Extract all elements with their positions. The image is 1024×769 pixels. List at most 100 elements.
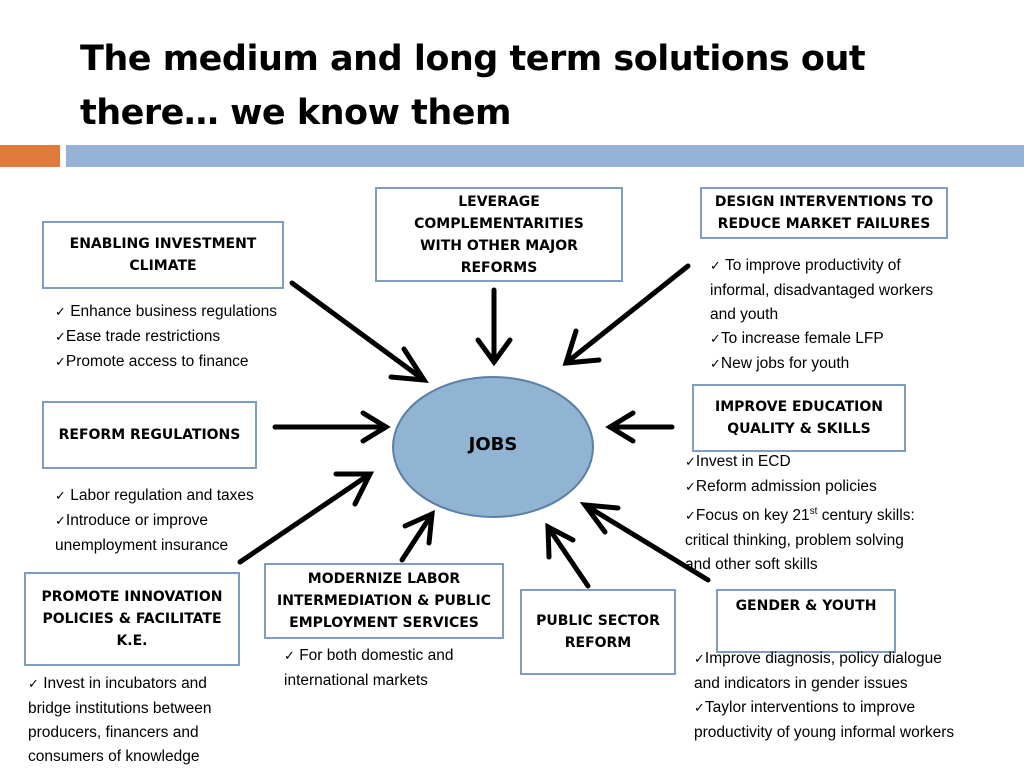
box-label: EMPLOYMENT SERVICES (289, 615, 479, 631)
box-label: PUBLIC SECTOR (536, 613, 660, 629)
box-gender-youth: GENDER & YOUTH (716, 589, 896, 653)
check-icon: ✓ (55, 305, 66, 320)
box-label: REFORMS (460, 259, 538, 276)
box-label: LEVERAGE (458, 193, 540, 210)
arrow-icon (562, 263, 691, 366)
list-item: ✓Taylor interventions to improve (694, 696, 954, 721)
bullet-text: Reform admission policies (695, 478, 877, 495)
title-line-2: there… we know them (80, 93, 511, 133)
list-item: and other soft skills (685, 553, 915, 577)
list-item: international markets (284, 669, 453, 693)
bullets-labor: ✓ For both domestic and international ma… (284, 644, 453, 693)
bullet-text: To increase female LFP (720, 330, 884, 347)
check-icon: ✓ (710, 259, 721, 274)
bullet-text: Introduce or improve (65, 512, 209, 529)
box-label: REFORM REGULATIONS (58, 427, 241, 443)
bullet-text: informal, disadvantaged workers (710, 282, 934, 299)
box-label: QUALITY & SKILLS (727, 421, 871, 437)
arrow-icon (289, 280, 429, 383)
list-item: ✓Improve diagnosis, policy dialogue (694, 647, 954, 672)
arrow-icon (475, 287, 513, 367)
bullet-text: consumers of knowledge (28, 748, 200, 765)
list-item: ✓Introduce or improve (55, 509, 254, 534)
bullet-text: century skills: (817, 507, 915, 525)
bullet-text: Ease trade restrictions (65, 328, 221, 345)
list-item: ✓Focus on key 21st century skills: (685, 500, 915, 529)
bullet-text: For both domestic and (294, 647, 454, 664)
list-item: unemployment insurance (55, 534, 254, 558)
bullet-text: unemployment insurance (55, 537, 229, 554)
arrow-icon (545, 522, 591, 589)
check-icon: ✓ (55, 489, 66, 504)
check-icon: ✓ (694, 652, 705, 667)
check-icon: ✓ (55, 330, 66, 345)
list-item: ✓New jobs for youth (710, 352, 933, 377)
bullet-text: Taylor interventions to improve (704, 699, 916, 716)
bullet-text: productivity of young informal workers (694, 724, 955, 741)
box-label: WITH OTHER MAJOR (420, 237, 578, 254)
box-label: PROMOTE INNOVATION (41, 589, 223, 605)
check-icon: ✓ (28, 677, 39, 692)
bullet-text: To improve productivity of (724, 257, 901, 274)
list-item: ✓ Enhance business regulations (55, 300, 277, 325)
arrow-icon (579, 502, 711, 583)
box-design-interventions: DESIGN INTERVENTIONS TO REDUCE MARKET FAI… (700, 187, 948, 239)
bullet-text: producers, financers and (28, 724, 199, 741)
box-label: POLICIES & FACILITATE (42, 611, 222, 627)
list-item: ✓ Labor regulation and taxes (55, 484, 254, 509)
box-public-sector-reform: PUBLIC SECTOR REFORM (520, 589, 676, 675)
box-label: REDUCE MARKET FAILURES (717, 216, 931, 232)
bullet-text: New jobs for youth (720, 355, 850, 372)
bullet-text: and youth (710, 306, 779, 323)
arrow-icon (605, 410, 675, 444)
list-item: bridge institutions between (28, 697, 212, 721)
list-item: productivity of young informal workers (694, 721, 954, 745)
box-promote-innovation: PROMOTE INNOVATION POLICIES & FACILITATE K… (24, 572, 240, 666)
list-item: and youth (710, 303, 933, 327)
check-icon: ✓ (685, 480, 696, 495)
arrow-icon (399, 509, 435, 563)
bullets-enabling: ✓ Enhance business regulations ✓Ease tra… (55, 300, 277, 375)
bullet-text: Invest in ECD (695, 453, 791, 470)
box-label: DESIGN INTERVENTIONS TO (714, 194, 934, 210)
check-icon: ✓ (710, 332, 721, 347)
box-reform-regulations: REFORM REGULATIONS (42, 401, 257, 469)
bullets-education: ✓Invest in ECD ✓Reform admission policie… (685, 450, 915, 577)
bullet-text: Enhance business regulations (65, 303, 278, 320)
box-label: IMPROVE EDUCATION (715, 399, 883, 415)
arrow-icon (237, 471, 375, 565)
box-label: INTERMEDIATION & PUBLIC (277, 593, 491, 609)
accent-bar-orange (0, 145, 60, 167)
bullet-text: international markets (284, 672, 428, 689)
list-item: consumers of knowledge (28, 745, 212, 769)
title-line-1: The medium and long term solutions out (80, 39, 866, 79)
list-item: ✓ To improve productivity of (710, 254, 933, 279)
bullet-text: and indicators in gender issues (694, 675, 908, 692)
check-icon: ✓ (685, 509, 696, 525)
box-label: REFORM (564, 635, 632, 651)
bullets-innovation: ✓ Invest in incubators and bridge instit… (28, 672, 212, 769)
check-icon: ✓ (710, 357, 721, 372)
accent-bar-blue (66, 145, 1024, 167)
bullet-text: critical thinking, problem solving (685, 532, 904, 550)
list-item: and indicators in gender issues (694, 672, 954, 696)
bullets-gender: ✓Improve diagnosis, policy dialogue and … (694, 647, 954, 745)
list-item: ✓To increase female LFP (710, 327, 933, 352)
box-improve-education: IMPROVE EDUCATION QUALITY & SKILLS (692, 384, 906, 452)
slide-title: The medium and long term solutions out t… (80, 32, 940, 140)
jobs-ellipse (392, 376, 594, 518)
bullet-text: and other soft skills (685, 556, 818, 574)
list-item: ✓Invest in ECD (685, 450, 915, 475)
bullet-text: Promote access to finance (65, 353, 249, 370)
bullet-text: Improve diagnosis, policy dialogue (704, 650, 942, 667)
box-label: K.E. (116, 633, 148, 649)
check-icon: ✓ (55, 355, 66, 370)
bullet-text: Labor regulation and taxes (65, 487, 254, 504)
bullet-text: Invest in incubators and (38, 675, 207, 692)
bullet-text: Focus on key 21 (695, 507, 810, 525)
check-icon: ✓ (685, 455, 696, 470)
